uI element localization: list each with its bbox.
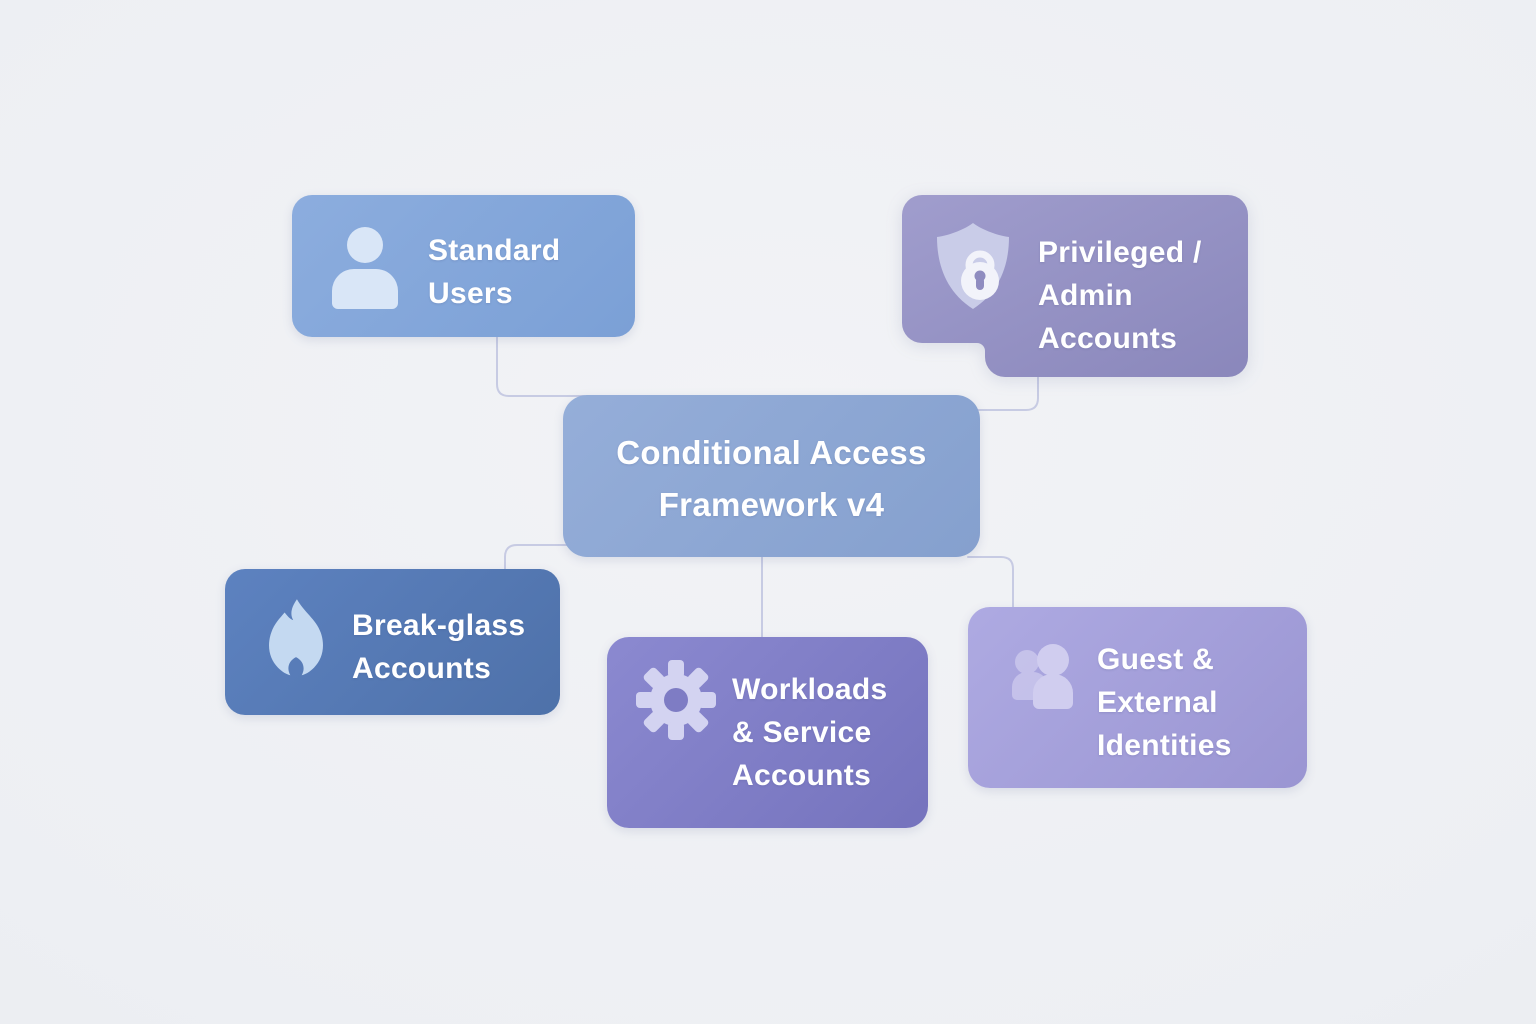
node-guest-external[interactable]: Guest & External Identities — [968, 607, 1307, 788]
node-label-conditional-access: Conditional Access Framework v4 — [616, 434, 927, 523]
node-label-workloads-service: Workloads & Service Accounts — [732, 673, 888, 792]
gear-icon — [636, 660, 716, 740]
lock-keyhole-stem — [976, 277, 984, 290]
node-label-break-glass: Break-glass Accounts — [352, 609, 526, 685]
node-label-standard-users: Standard Users — [428, 234, 561, 310]
node-conditional-access-framework[interactable]: Conditional Access Framework v4 — [563, 395, 980, 557]
connector-center-to-guest — [967, 556, 1014, 611]
flame-shape — [269, 599, 323, 676]
node-standard-users[interactable]: Standard Users — [292, 195, 635, 337]
connector-privileged-to-center — [976, 375, 1039, 411]
connector-center-to-breakglass — [504, 544, 573, 573]
flame-icon — [269, 599, 323, 676]
node-label-privileged-admin: Privileged / Admin Accounts — [1038, 236, 1202, 355]
node-break-glass[interactable]: Break-glass Accounts — [225, 569, 560, 715]
connector-standard-to-center — [496, 335, 585, 397]
person-front-shape — [1033, 644, 1073, 709]
user-icon-shape — [332, 227, 398, 309]
people-icon — [1012, 644, 1073, 709]
gear-hole — [664, 688, 688, 712]
node-privileged-admin[interactable]: Privileged / Admin Accounts — [902, 195, 1248, 377]
shield-lock-icon — [937, 223, 1009, 309]
user-icon — [332, 227, 398, 309]
node-label-guest-external: Guest & External Identities — [1097, 643, 1232, 762]
node-workloads-service[interactable]: Workloads & Service Accounts — [607, 637, 928, 828]
